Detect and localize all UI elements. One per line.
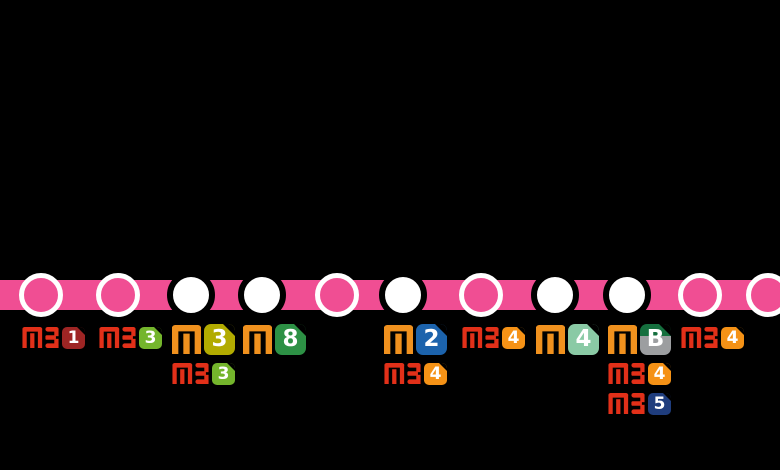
metro-line-number-badge: 4: [568, 324, 599, 355]
metrobus-line-4-transfer-badge: 4: [608, 363, 671, 385]
metro-line-4-transfer-badge: 4: [536, 324, 599, 355]
station-circle: [678, 273, 722, 317]
metrobus-line-4-transfer-badge: 4: [681, 327, 744, 349]
station-circle: [315, 273, 359, 317]
metrobus-line-number-badge: 4: [424, 363, 447, 385]
metro-m-logo-icon: [608, 324, 637, 355]
metrobus-line-number-badge: 5: [648, 393, 671, 415]
metro-line-B-transfer-badge: B: [608, 324, 671, 355]
metrobus-mb-logo-icon: [384, 363, 421, 384]
station-circle: [459, 273, 503, 317]
metro-line-number-badge: 8: [275, 324, 306, 355]
metrobus-line-number-badge: 1: [62, 327, 85, 349]
metrobus-line-number-badge: 4: [721, 327, 744, 349]
metrobus-line-number-badge: 3: [212, 363, 235, 385]
metro-m-logo-icon: [384, 324, 413, 355]
metro-line-number-badge: B: [640, 324, 671, 355]
metro-line-number-badge: 2: [416, 324, 447, 355]
metrobus-mb-logo-icon: [462, 327, 499, 348]
metrobus-line-3-transfer-badge: 3: [99, 327, 162, 349]
metro-line-2-transfer-badge: 2: [384, 324, 447, 355]
transfer-badges: 4: [681, 327, 744, 349]
metrobus-mb-logo-icon: [608, 393, 645, 414]
transfer-badges: 3: [99, 327, 162, 349]
metrobus-mb-logo-icon: [172, 363, 209, 384]
metrobus-mb-logo-icon: [22, 327, 59, 348]
metro-m-logo-icon: [536, 324, 565, 355]
metrobus-line-number-badge: 3: [139, 327, 162, 349]
metrobus-mb-logo-icon: [608, 363, 645, 384]
transfer-station-circle: [238, 271, 286, 319]
metrobus-line-3-transfer-badge: 3: [172, 363, 235, 385]
metrobus-line-5-transfer-badge: 5: [608, 393, 671, 415]
transfer-badges: B 4 5: [608, 324, 671, 415]
metro-line-3-transfer-badge: 3: [172, 324, 235, 355]
metrobus-line-number-badge: 4: [502, 327, 525, 349]
transfer-badges: 8: [243, 324, 306, 355]
metro-line-number-badge: 3: [204, 324, 235, 355]
transfer-station-circle: [379, 271, 427, 319]
metrobus-line-4-transfer-badge: 4: [462, 327, 525, 349]
transfer-badges: 1: [22, 327, 85, 349]
station-circle: [96, 273, 140, 317]
metro-m-logo-icon: [243, 324, 272, 355]
transfer-station-circle: [603, 271, 651, 319]
metro-line-8-transfer-badge: 8: [243, 324, 306, 355]
metrobus-line-4-transfer-badge: 4: [384, 363, 447, 385]
metrobus-mb-logo-icon: [681, 327, 718, 348]
metro-m-logo-icon: [172, 324, 201, 355]
station-circle: [19, 273, 63, 317]
station-circle: [746, 273, 780, 317]
metrobus-line-1-transfer-badge: 1: [22, 327, 85, 349]
transfer-station-circle: [167, 271, 215, 319]
transfer-station-circle: [531, 271, 579, 319]
transfer-badges: 4: [462, 327, 525, 349]
metrobus-line-number-badge: 4: [648, 363, 671, 385]
metrobus-mb-logo-icon: [99, 327, 136, 348]
transfer-badges: 4: [536, 324, 599, 355]
